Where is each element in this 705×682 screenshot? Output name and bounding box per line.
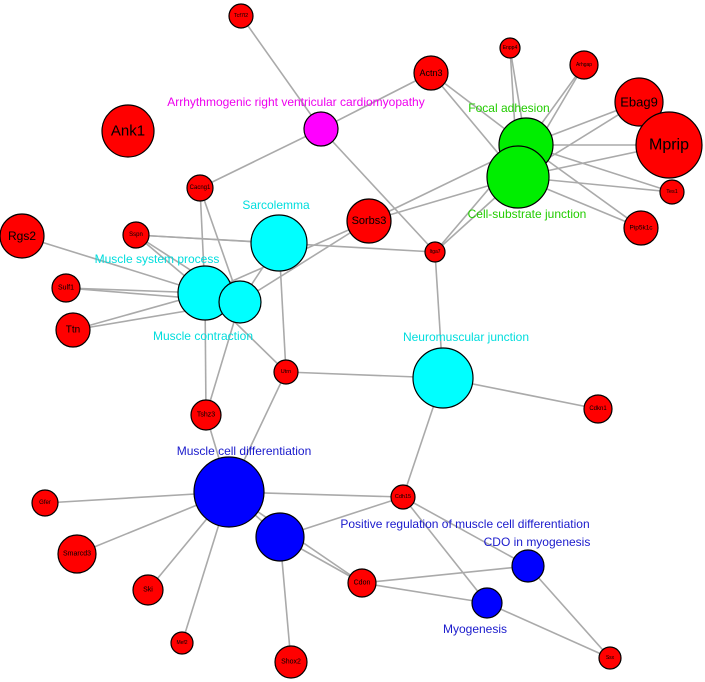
gene-node-rgs2[interactable] (0, 213, 45, 259)
gene-label-rgs2: Rgs2 (8, 229, 36, 243)
gene-node-actn3[interactable] (413, 55, 449, 91)
edge-tcf7l2-arvc (240, 15, 322, 130)
term-node-mc[interactable] (218, 280, 262, 324)
gene-node-cdh15[interactable] (390, 484, 416, 510)
term-node-mcd[interactable] (193, 456, 265, 528)
term-label-mcd: Muscle cell differentiation (177, 444, 312, 458)
term-label-myog: Myogenesis (443, 622, 507, 636)
edge-arvc-itga7 (320, 128, 436, 253)
gene-node-sorbs3[interactable] (346, 198, 392, 244)
gene-label-smarcd3: Smarcd3 (63, 551, 91, 558)
edge-rgs2-msp (21, 235, 206, 294)
gene-label-ank1: Ank1 (111, 123, 145, 140)
edge-cdon-myog (361, 582, 488, 604)
term-label-nmj: Neuromuscular junction (403, 330, 529, 344)
gene-label-shox2: Shox2 (281, 659, 301, 666)
term-label-prmcd: Positive regulation of muscle cell diffe… (340, 517, 589, 531)
edge-actn3-arvc (320, 72, 432, 130)
gene-node-arhgap[interactable] (569, 50, 599, 80)
term-node-cdo[interactable] (511, 549, 545, 583)
gene-node-utrn[interactable] (273, 359, 299, 385)
gene-node-pip5k1c[interactable] (623, 210, 659, 246)
term-label-cdo: CDO in myogenesis (484, 535, 591, 549)
gene-label-cdkn1: Cdkn1 (589, 406, 607, 412)
gene-node-cacng1[interactable] (186, 174, 214, 202)
term-node-sarcolemma[interactable] (250, 214, 308, 272)
gene-label-arhgap: Arhgap (576, 62, 592, 68)
gene-node-gfer[interactable] (31, 489, 59, 517)
term-node-nmj[interactable] (412, 347, 474, 409)
term-label-sarcolemma: Sarcolemma (242, 198, 310, 212)
gene-node-cdkn1[interactable] (583, 394, 613, 424)
term-node-cellsub[interactable] (486, 145, 550, 209)
gene-node-ank1[interactable] (101, 104, 155, 158)
edge-myog-ssx (486, 602, 611, 659)
term-label-msp: Muscle system process (95, 252, 220, 266)
term-label-mc: Muscle contraction (153, 329, 253, 343)
gene-node-ski[interactable] (132, 574, 164, 606)
gene-node-tshz3[interactable] (190, 399, 222, 431)
gene-node-ebag9[interactable] (614, 77, 664, 127)
gene-label-actn3: Actn3 (419, 68, 442, 78)
term-label-focal: Focal adhesion (468, 101, 549, 115)
gene-label-tes1: Tes1 (666, 189, 678, 195)
gene-label-tcf7l2: Tcf7l2 (234, 13, 248, 19)
gene-node-mprip[interactable] (635, 111, 703, 179)
edge-cdh15-cdo (402, 496, 529, 567)
gene-label-utrn: Utrn (281, 369, 291, 375)
gene-label-pip5k1c: Pip5k1c (629, 225, 653, 232)
gene-label-cdon: Cdon (354, 580, 371, 587)
edge-cdh15-myog (402, 496, 488, 604)
term-label-arvc: Arrhythmogenic right ventricular cardiom… (167, 95, 424, 109)
edge-cdon-cdo (361, 565, 529, 584)
gene-node-ttn[interactable] (55, 312, 91, 348)
gene-node-tcf7l2[interactable] (228, 3, 254, 29)
edge-arvc-cacng1 (199, 128, 322, 189)
gene-node-mef2[interactable] (170, 631, 194, 655)
gene-label-itga7: Itga7 (429, 249, 440, 255)
gene-node-smarcd3[interactable] (57, 534, 97, 574)
gene-label-ski: Ski (143, 587, 153, 594)
gene-label-ssx: Ssx (606, 655, 615, 661)
gene-label-ttn: Ttn (66, 325, 80, 336)
term-node-myog[interactable] (471, 587, 503, 619)
term-label-cellsub: Cell-substrate junction (468, 207, 587, 221)
gene-node-cdon[interactable] (347, 568, 377, 598)
gene-label-gfer: Gfer (39, 500, 51, 506)
term-labels-layer: Arrhythmogenic right ventricular cardiom… (95, 95, 591, 636)
term-node-arvc[interactable] (303, 111, 339, 147)
gene-label-cacng1: Cacng1 (190, 185, 211, 191)
edge-sorbs3-mc (239, 220, 370, 303)
gene-node-shox2[interactable] (274, 645, 308, 679)
gene-node-enpp4[interactable] (499, 37, 521, 59)
gene-node-ssx[interactable] (598, 646, 622, 670)
gene-node-sspn[interactable] (122, 221, 150, 249)
gene-label-mef2: Mef2 (176, 640, 187, 646)
gene-label-tshz3: Tshz3 (197, 412, 215, 419)
gene-node-itga7[interactable] (424, 241, 446, 263)
gene-label-sspn: Sspn (129, 232, 143, 238)
gene-label-ebag9: Ebag9 (620, 95, 658, 110)
gene-node-tes1[interactable] (659, 179, 685, 205)
gene-label-mprip: Mprip (649, 137, 689, 154)
gene-node-sulf1[interactable] (51, 273, 81, 303)
gene-label-sorbs3: Sorbs3 (352, 215, 387, 227)
gene-label-sulf1: Sulf1 (58, 285, 74, 292)
term-node-prmcd[interactable] (255, 512, 305, 562)
edge-cdo-ssx (527, 565, 611, 659)
gene-label-cdh15: Cdh15 (395, 494, 411, 500)
gene-label-enpp4: Enpp4 (503, 45, 518, 51)
